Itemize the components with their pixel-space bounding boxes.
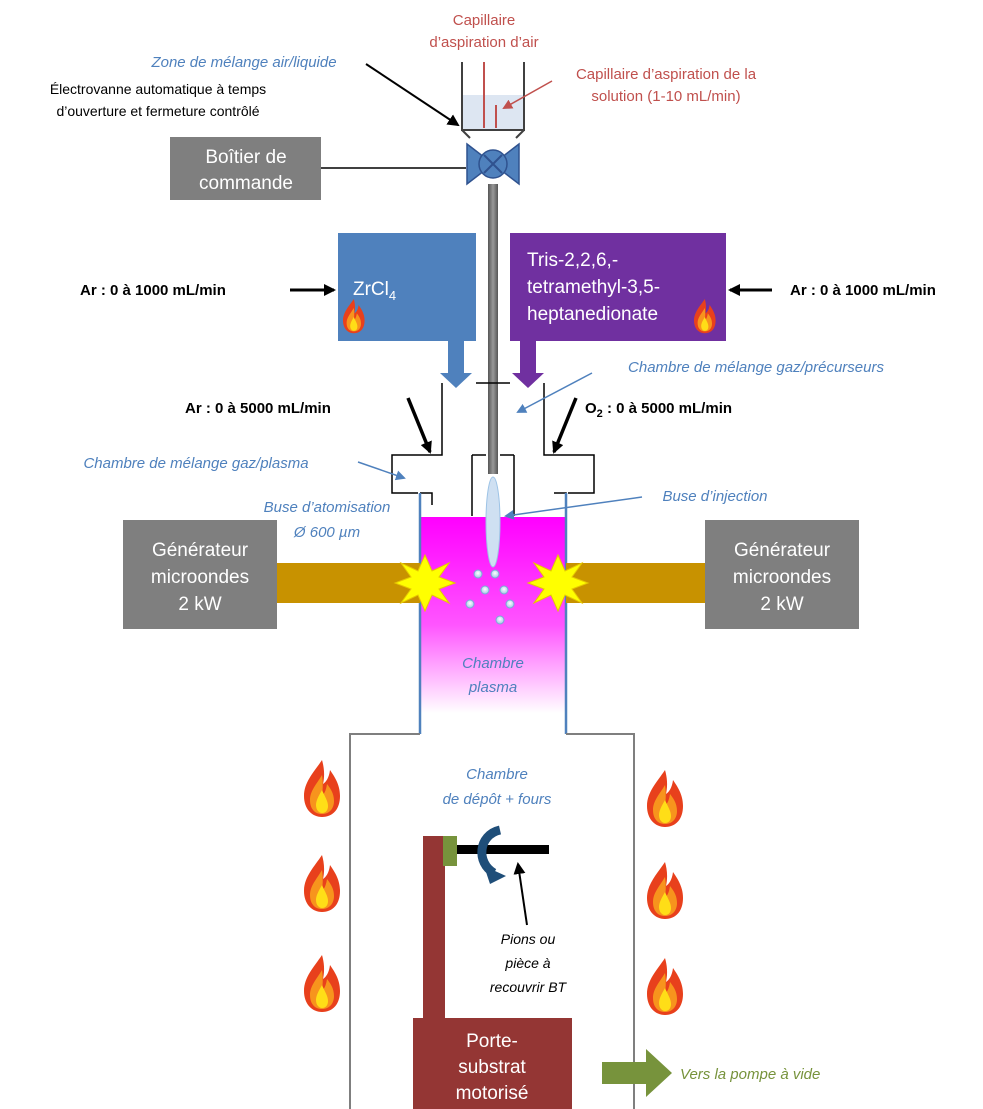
capillaire-sol-label-1: Capillaire d’aspiration de la xyxy=(576,66,757,83)
pions-label-2: pièce à xyxy=(504,955,550,971)
zrcl4-flow-arrow xyxy=(440,341,472,388)
o2-arrow xyxy=(552,397,578,454)
tris-label-2: tetramethyl-3,5- xyxy=(527,277,660,298)
boitier-box xyxy=(170,137,321,200)
zone-melange-arrow xyxy=(365,63,460,127)
injection-chamber xyxy=(391,382,595,516)
ar-left-1000-label: Ar : 0 à 1000 mL/min xyxy=(80,282,226,299)
porte-label-1: Porte- xyxy=(466,1031,518,1052)
capillaire-air-label-1: Capillaire xyxy=(453,12,516,29)
zone-melange-label: Zone de mélange air/liquide xyxy=(150,54,336,71)
chambre-gaz-plasma-label: Chambre de mélange gaz/plasma xyxy=(83,455,308,472)
chambre-depot-label-2: de dépôt + fours xyxy=(443,791,552,808)
flame-icon xyxy=(304,855,340,912)
tris-label-1: Tris-2,2,6,- xyxy=(527,250,618,271)
chambre-depot-label-1: Chambre xyxy=(466,766,528,783)
holder-arm xyxy=(423,836,445,1018)
generator-right-label-3: 2 kW xyxy=(760,594,803,615)
chambre-plasma-label-2: plasma xyxy=(468,679,517,696)
generator-left-label-1: Générateur xyxy=(152,540,249,561)
buse-atomisation-label-2: Ø 600 µm xyxy=(293,524,360,541)
tris-box xyxy=(510,233,726,341)
porte-label-2: substrat xyxy=(458,1057,526,1078)
pions-label-1: Pions ou xyxy=(501,931,556,947)
pompe-label: Vers la pompe à vide xyxy=(680,1066,820,1083)
chambre-plasma-label-1: Chambre xyxy=(462,655,524,672)
generator-right-box xyxy=(705,520,859,629)
pion-shaft xyxy=(457,845,549,854)
porte-substrat-box xyxy=(413,1018,572,1109)
vacuum-pump-arrow xyxy=(602,1049,672,1097)
rotation-arrowhead xyxy=(484,866,506,884)
generator-right-label-1: Générateur xyxy=(734,540,831,561)
flame-icon xyxy=(647,958,683,1015)
generator-left-box xyxy=(123,520,277,629)
ar-5000-arrow xyxy=(406,397,432,454)
electrovanne-label-1: Électrovanne automatique à temps xyxy=(50,81,266,97)
buse-injection-arrow xyxy=(504,496,643,520)
atomisation-jet xyxy=(485,476,501,568)
chambre-gaz-precurseurs-label: Chambre de mélange gaz/précurseurs xyxy=(628,359,884,376)
waveguide-right xyxy=(566,563,706,603)
generator-right-label-2: microondes xyxy=(733,567,831,588)
flame-icon xyxy=(304,955,340,1012)
droplets xyxy=(465,569,515,625)
ar-right-1000-label: Ar : 0 à 1000 mL/min xyxy=(790,282,936,299)
flame-icon xyxy=(647,862,683,919)
o2-label: O2 : 0 à 5000 mL/min xyxy=(585,400,732,420)
chambre-gaz-plasma-arrow xyxy=(357,461,406,481)
electrovanne-label-2: d’ouverture et fermeture contrôlé xyxy=(56,103,259,119)
tris-label-3: heptanedionate xyxy=(527,304,658,325)
buse-injection-label: Buse d’injection xyxy=(662,488,767,505)
flame-icon xyxy=(647,770,683,827)
holder-coupling xyxy=(443,836,457,866)
boitier-label-1: Boîtier de xyxy=(205,147,286,168)
pions-label-3: recouvrir BT xyxy=(490,979,568,995)
zrcl4-label: ZrCl4 xyxy=(353,279,396,303)
capillaire-air-label-2: d’aspiration d’air xyxy=(429,34,538,51)
valve-icon xyxy=(466,142,520,186)
capillaire-sol-arrow xyxy=(502,80,553,109)
generator-left-label-3: 2 kW xyxy=(178,594,221,615)
porte-label-3: motorisé xyxy=(456,1083,529,1104)
chambre-gaz-precurseurs-arrow xyxy=(516,372,593,413)
deposition-chamber-wall xyxy=(349,733,635,1109)
feed-tube xyxy=(488,184,498,474)
boitier-label-2: commande xyxy=(199,173,293,194)
mixing-vessel xyxy=(461,62,525,139)
flame-icon xyxy=(304,760,340,817)
buse-atomisation-label-1: Buse d’atomisation xyxy=(264,499,391,516)
ar-5000-label: Ar : 0 à 5000 mL/min xyxy=(185,400,331,417)
capillaire-sol-label-2: solution (1-10 mL/min) xyxy=(591,88,740,105)
mixing-liquid xyxy=(462,95,524,129)
tris-flow-arrow xyxy=(512,341,544,388)
pions-arrow xyxy=(513,862,528,926)
generator-left-label-2: microondes xyxy=(151,567,249,588)
